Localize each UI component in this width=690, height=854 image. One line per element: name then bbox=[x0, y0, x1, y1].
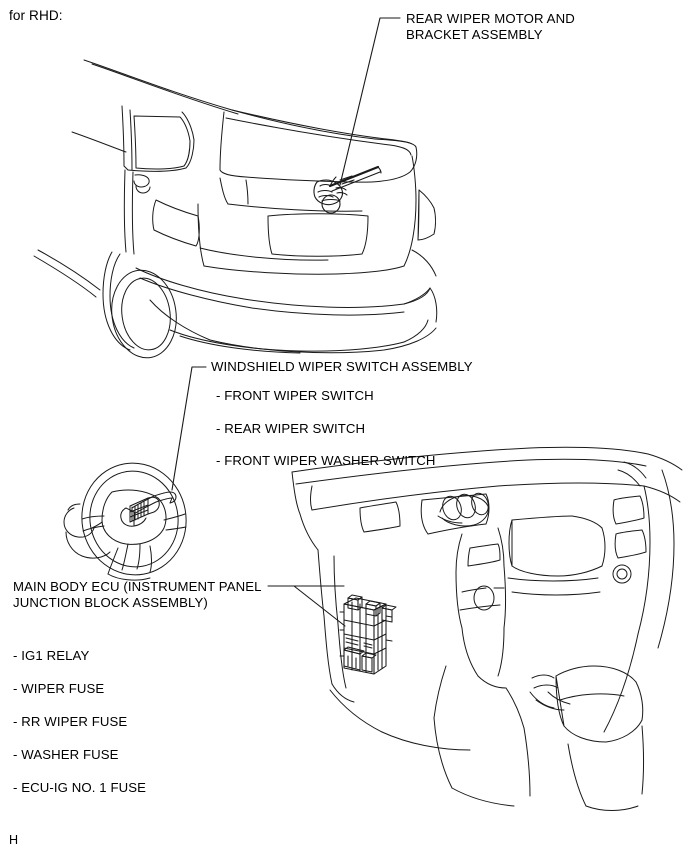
vehicle-rear-three-quarter-view bbox=[33, 59, 438, 359]
instrument-panel-junction-block-detail bbox=[339, 594, 397, 675]
washer-fuse-item: - WASHER FUSE bbox=[13, 747, 119, 762]
condition-note: for RHD: bbox=[9, 8, 63, 23]
wiper-switch-stalk bbox=[120, 491, 177, 527]
rear-wiper-motor-label-line2: BRACKET ASSEMBLY bbox=[406, 27, 543, 42]
main-body-ecu-label-line1: MAIN BODY ECU (INSTRUMENT PANEL bbox=[13, 579, 262, 594]
rear-wiper-motor-label-line1: REAR WIPER MOTOR AND bbox=[406, 11, 575, 26]
steering-wheel-with-wiper-stalk bbox=[63, 462, 187, 581]
wiper-fuse-item: - WIPER FUSE bbox=[13, 681, 105, 696]
front-wiper-washer-switch-item: - FRONT WIPER WASHER SWITCH bbox=[216, 453, 436, 468]
leader-line-rear-wiper-motor bbox=[339, 17, 401, 186]
rr-wiper-fuse-item: - RR WIPER FUSE bbox=[13, 714, 128, 729]
windshield-wiper-switch-label: WINDSHIELD WIPER SWITCH ASSEMBLY bbox=[211, 359, 473, 374]
rear-wiper-motor-detail bbox=[313, 165, 382, 214]
instrument-panel-interior-view bbox=[291, 446, 683, 811]
leader-line-main-body-ecu bbox=[267, 585, 346, 627]
ecu-ig-no1-fuse-item: - ECU-IG NO. 1 FUSE bbox=[13, 780, 147, 795]
main-body-ecu-label-line2: JUNCTION BLOCK ASSEMBLY) bbox=[13, 595, 208, 610]
front-wiper-switch-item: - FRONT WIPER SWITCH bbox=[216, 388, 374, 403]
rear-wiper-switch-item: - REAR WIPER SWITCH bbox=[216, 421, 366, 436]
leader-line-windshield-wiper-switch bbox=[171, 366, 207, 491]
ig1-relay-item: - IG1 RELAY bbox=[13, 648, 90, 663]
page-mark: H bbox=[9, 833, 19, 847]
